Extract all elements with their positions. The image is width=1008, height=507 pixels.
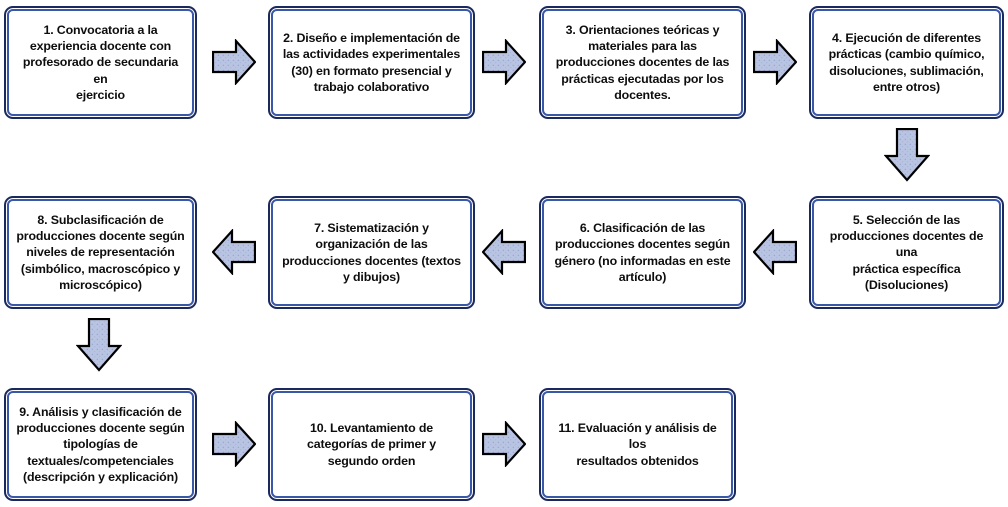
process-node-2[interactable]: 2. Diseño e implementación de las activi… bbox=[268, 6, 475, 119]
process-node-10-label: 10. Levantamiento de categorías de prime… bbox=[307, 421, 436, 468]
process-node-6[interactable]: 6. Clasificación de las producciones doc… bbox=[539, 196, 746, 309]
process-node-8[interactable]: 8. Subclasificación de producciones doce… bbox=[4, 196, 197, 309]
process-node-3[interactable]: 3. Orientaciones teóricas y materiales p… bbox=[539, 6, 746, 119]
process-node-2-label: 2. Diseño e implementación de las activi… bbox=[282, 31, 461, 94]
process-node-7[interactable]: 7. Sistematización y organización de las… bbox=[268, 196, 475, 309]
process-node-9-label: 9. Análisis y clasificación de produccio… bbox=[16, 405, 185, 484]
process-node-11[interactable]: 11. Evaluación y análisis de los resulta… bbox=[539, 388, 736, 501]
arrow-right-3-to-4 bbox=[753, 39, 797, 85]
process-node-6-label: 6. Clasificación de las producciones doc… bbox=[554, 221, 731, 284]
process-node-7-label: 7. Sistematización y organización de las… bbox=[282, 221, 461, 284]
process-node-1-label: 1. Convocatoria a la experiencia docente… bbox=[22, 23, 179, 102]
arrow-right-2-to-3 bbox=[482, 39, 526, 85]
process-node-11-label: 11. Evaluación y análisis de los resulta… bbox=[558, 421, 717, 468]
process-node-9[interactable]: 9. Análisis y clasificación de produccio… bbox=[4, 388, 197, 501]
process-node-5[interactable]: 5. Selección de las producciones docente… bbox=[809, 196, 1004, 309]
arrow-right-9-to-10 bbox=[212, 421, 256, 467]
process-node-4-label: 4. Ejecución de diferentes prácticas (ca… bbox=[828, 31, 985, 94]
arrow-left-7-to-8 bbox=[212, 229, 256, 275]
arrow-right-1-to-2 bbox=[212, 39, 256, 85]
process-node-1[interactable]: 1. Convocatoria a la experiencia docente… bbox=[4, 6, 197, 119]
process-node-3-label: 3. Orientaciones teóricas y materiales p… bbox=[555, 23, 730, 102]
process-node-5-label: 5. Selección de las producciones docente… bbox=[829, 213, 984, 292]
process-node-10[interactable]: 10. Levantamiento de categorías de prime… bbox=[268, 388, 475, 501]
process-node-8-label: 8. Subclasificación de producciones doce… bbox=[16, 213, 185, 292]
arrow-right-10-to-11 bbox=[482, 421, 526, 467]
arrow-left-6-to-7 bbox=[482, 229, 526, 275]
arrow-down-8-to-9 bbox=[76, 318, 122, 372]
arrow-left-5-to-6 bbox=[753, 229, 797, 275]
process-node-4[interactable]: 4. Ejecución de diferentes prácticas (ca… bbox=[809, 6, 1004, 119]
arrow-down-4-to-5 bbox=[884, 128, 930, 182]
